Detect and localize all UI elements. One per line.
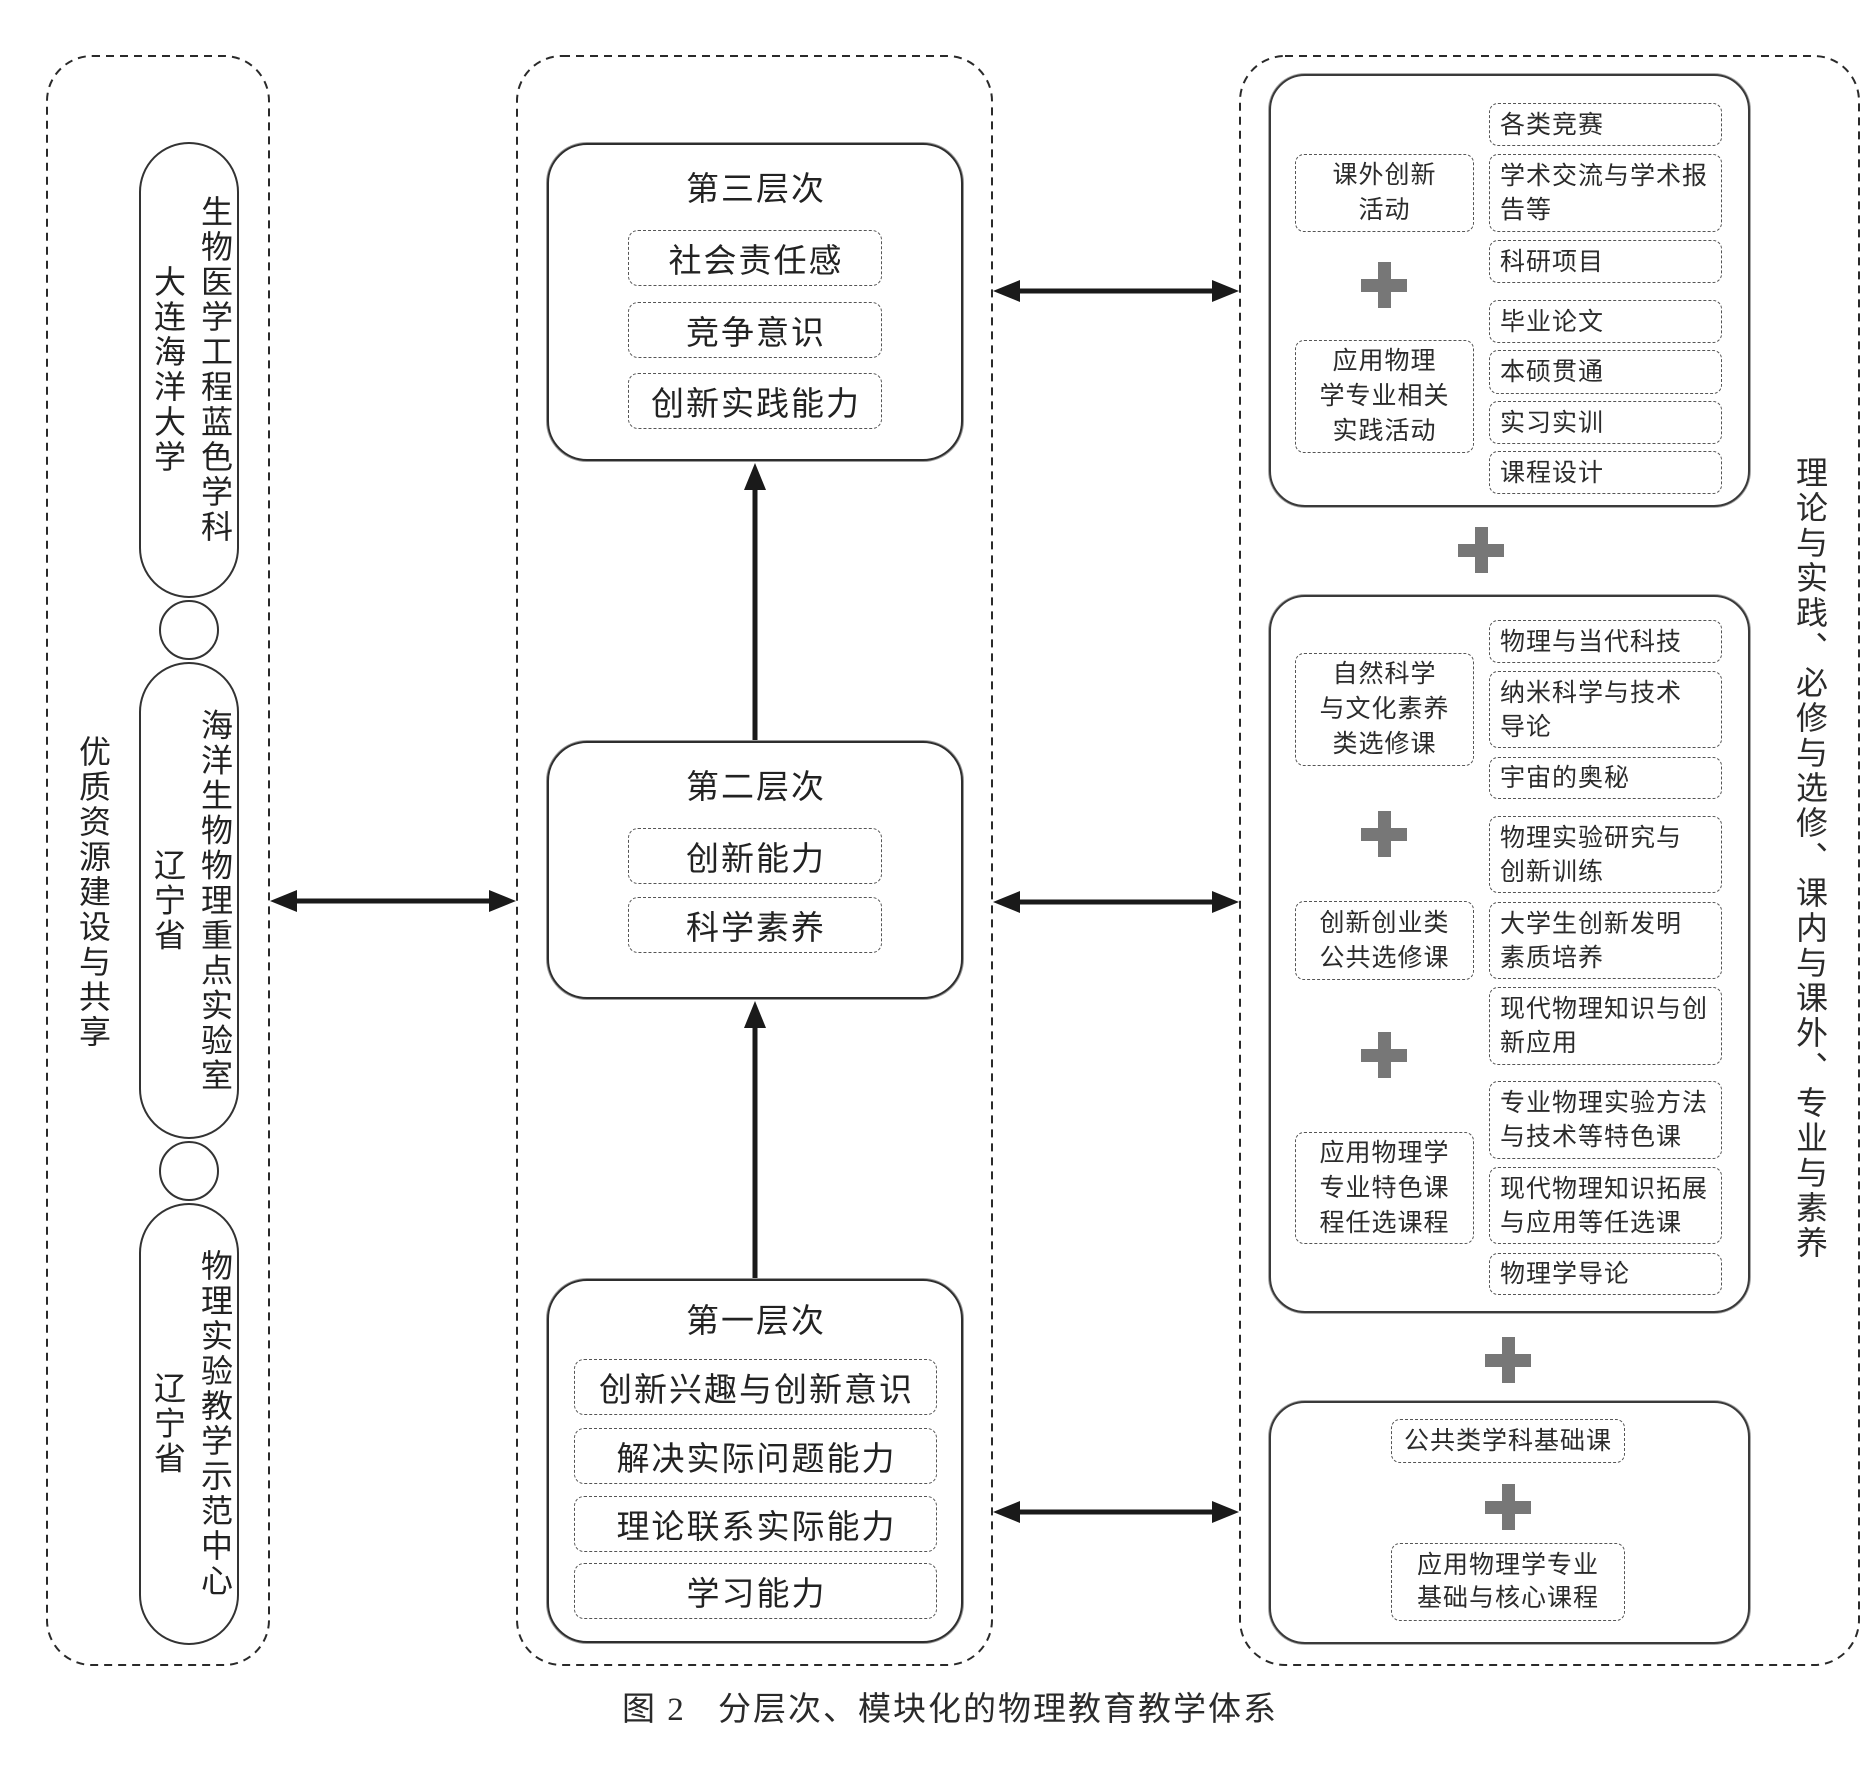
group-item: 物理与当代科技 xyxy=(1489,620,1722,663)
level-item: 社会责任感 xyxy=(628,230,882,286)
figure-caption-label: 图 2 xyxy=(622,1692,686,1728)
plus-icon xyxy=(1485,1484,1531,1530)
group-label: 创新创业类 公共选修课 xyxy=(1295,901,1474,980)
group-label: 课外创新 活动 xyxy=(1295,154,1474,232)
circle-connector xyxy=(159,1141,219,1201)
group-item: 毕业论文 xyxy=(1489,300,1722,343)
group-label: 应用物理 学专业相关 实践活动 xyxy=(1295,340,1474,453)
arrowhead-right-icon xyxy=(1212,1501,1239,1523)
group-item: 专业物理实验方法 与技术等特色课 xyxy=(1489,1081,1722,1159)
level-item: 创新实践能力 xyxy=(628,373,882,429)
course-box: 应用物理学专业 基础与核心课程 xyxy=(1391,1543,1625,1621)
figure-caption-title: 分层次、模块化的物理教育教学体系 xyxy=(718,1692,1278,1728)
resources-title: 优质资源建设与共享 xyxy=(75,735,111,1050)
platform-name: 物理实验教学示范中心 xyxy=(197,1249,233,1599)
platform-name: 海洋生物物理重点实验室 xyxy=(197,708,233,1093)
double-arrow-level3-curriculum xyxy=(993,280,1239,302)
group-item: 纳米科学与技术 导论 xyxy=(1489,671,1722,748)
platform-org: 辽宁省 xyxy=(150,1371,186,1477)
level-item: 学习能力 xyxy=(574,1563,937,1619)
level-title: 第一层次 xyxy=(686,1304,826,1340)
plus-icon xyxy=(1485,1337,1531,1383)
platform-name: 生物医学工程蓝色学科 xyxy=(197,195,233,545)
group-item: 现代物理知识与创 新应用 xyxy=(1489,987,1722,1065)
level-2-box: 第二层次 创新能力 科学素养 xyxy=(547,741,963,999)
curriculum-side-label: 理论与实践、必修与选修、课内与课外、专业与素养 xyxy=(1792,456,1828,1261)
arrowhead-left-icon xyxy=(993,280,1020,302)
arrowhead-left-icon xyxy=(270,890,297,912)
course-box: 公共类学科基础课 xyxy=(1391,1419,1625,1463)
level-title: 第三层次 xyxy=(686,172,826,208)
arrow-level2-to-level3 xyxy=(744,463,766,741)
group-item: 现代物理知识拓展 与应用等任选课 xyxy=(1489,1167,1722,1244)
platform-org: 大连海洋大学 xyxy=(150,265,186,475)
group-item: 各类竞赛 xyxy=(1489,103,1722,146)
group-label: 应用物理学 专业特色课 程任选课程 xyxy=(1295,1132,1474,1244)
level-1-box: 第一层次 创新兴趣与创新意识 解决实际问题能力 理论联系实际能力 学习能力 xyxy=(547,1279,963,1643)
arrowhead-left-icon xyxy=(993,891,1020,913)
arrowhead-right-icon xyxy=(489,890,516,912)
level-item: 科学素养 xyxy=(628,897,882,953)
group-item: 本硕贯通 xyxy=(1489,350,1722,394)
platform-pill: 海洋生物物理重点实验室 辽宁省 xyxy=(139,662,239,1139)
group-item: 科研项目 xyxy=(1489,240,1722,283)
double-arrow-level1-curriculum xyxy=(993,1501,1239,1523)
arrowhead-up-icon xyxy=(744,463,766,490)
arrow-level1-to-level2 xyxy=(744,1001,766,1279)
plus-icon xyxy=(1361,262,1407,308)
level-item: 创新能力 xyxy=(628,828,882,884)
level-title: 第二层次 xyxy=(686,770,826,806)
plus-icon xyxy=(1361,811,1407,857)
group-item: 大学生创新发明 素质培养 xyxy=(1489,902,1722,979)
arrowhead-right-icon xyxy=(1212,891,1239,913)
plus-icon xyxy=(1361,1032,1407,1078)
elective-courses-block: 自然科学 与文化素养 类选修课 物理与当代科技 纳米科学与技术 导论 宇宙的奥秘… xyxy=(1269,595,1750,1313)
group-item: 学术交流与学术报 告等 xyxy=(1489,154,1722,232)
group-item: 实习实训 xyxy=(1489,401,1722,444)
group-label: 自然科学 与文化素养 类选修课 xyxy=(1295,653,1474,766)
arrowhead-up-icon xyxy=(744,1001,766,1028)
group-item: 宇宙的奥秘 xyxy=(1489,757,1722,799)
double-arrow-level2-curriculum xyxy=(993,891,1239,913)
practice-activities-block: 课外创新 活动 各类竞赛 学术交流与学术报 告等 科研项目 应用物理 学专业相关… xyxy=(1269,74,1750,507)
plus-icon xyxy=(1458,527,1504,573)
platform-org: 辽宁省 xyxy=(150,848,186,953)
group-item: 物理实验研究与 创新训练 xyxy=(1489,816,1722,893)
level-item: 理论联系实际能力 xyxy=(574,1496,937,1552)
curriculum-container xyxy=(1239,55,1860,1666)
group-item: 物理学导论 xyxy=(1489,1253,1722,1295)
circle-connector xyxy=(159,600,219,660)
group-item: 课程设计 xyxy=(1489,451,1722,494)
foundation-courses-block: 公共类学科基础课 应用物理学专业 基础与核心课程 xyxy=(1269,1401,1750,1644)
platform-pill: 生物医学工程蓝色学科 大连海洋大学 xyxy=(139,142,239,598)
level-3-box: 第三层次 社会责任感 竞争意识 创新实践能力 xyxy=(547,143,963,461)
arrowhead-left-icon xyxy=(993,1501,1020,1523)
platform-pill: 物理实验教学示范中心 辽宁省 xyxy=(139,1203,239,1645)
double-arrow-resources-levels xyxy=(270,890,516,912)
level-item: 竞争意识 xyxy=(628,302,882,358)
level-item: 创新兴趣与创新意识 xyxy=(574,1359,937,1415)
level-item: 解决实际问题能力 xyxy=(574,1428,937,1484)
arrowhead-right-icon xyxy=(1212,280,1239,302)
